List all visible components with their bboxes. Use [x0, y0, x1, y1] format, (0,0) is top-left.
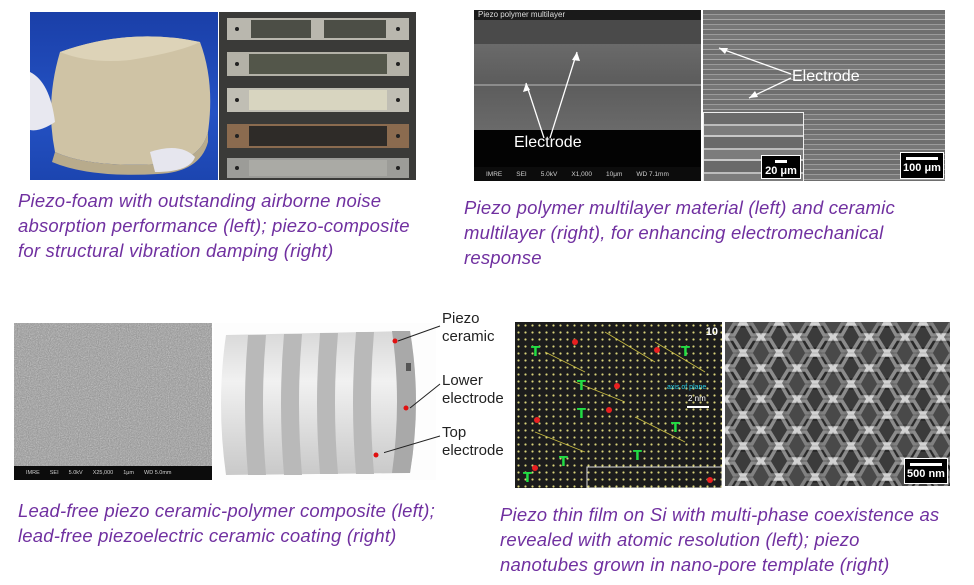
sem-info: X25,000 — [92, 470, 114, 476]
caption-line: nanotubes grown in nano-pore template (r… — [500, 554, 890, 575]
electrode-label: Electrode — [792, 68, 860, 85]
caption-line: response — [464, 247, 542, 268]
ceramic-multilayer-sem-image: Electrode 20 μm 100 μm — [703, 10, 945, 181]
svg-text:T: T — [577, 407, 586, 422]
top-left-caption: Piezo-foam with outstanding airborne noi… — [18, 188, 458, 263]
top-right-caption: Piezo polymer multilayer material (left)… — [464, 195, 964, 270]
cylinder-illustration — [221, 331, 416, 475]
sem-info: IMRE — [486, 170, 503, 178]
grainy-texture — [14, 323, 212, 466]
inset-scale-bar: 20 μm — [761, 155, 801, 179]
label-line: ceramic — [442, 328, 495, 345]
bottom-right-caption: Piezo thin film on Si with multi-phase c… — [500, 502, 974, 577]
caption-line: Piezo-foam with outstanding airborne noi… — [18, 190, 382, 211]
scale-text: 100 μm — [903, 162, 941, 174]
label-line: Top — [442, 424, 467, 441]
caption-line: multilayer (right), for enhancing electr… — [464, 222, 884, 243]
caption-line: revealed with atomic resolution (left); … — [500, 529, 860, 550]
polymer-multilayer-sem-image: Piezo polymer multilayer Electrode IMRE … — [474, 10, 701, 181]
lead-free-composite-sem-image: IMRE SEI 5.0kV X25,000 1μm WD 5.0mm — [14, 323, 212, 480]
foam-block-illustration — [30, 36, 211, 175]
scale-text: 500 nm — [907, 468, 945, 480]
label-line: Lower — [442, 372, 483, 389]
caption-line: absorption performance (left); piezo-com… — [18, 215, 410, 236]
main-scale-bar: 100 μm — [900, 152, 944, 179]
scale-label: 2 nm — [688, 394, 706, 403]
svg-text:T: T — [633, 449, 642, 464]
label-line: electrode — [442, 442, 504, 459]
panel-letter: 10 — [705, 326, 718, 338]
svg-text:T: T — [671, 421, 680, 436]
sem-header-text: Piezo polymer multilayer — [474, 10, 701, 20]
piezo-composite-plates-photo — [219, 12, 416, 180]
sem-info: 10μm — [605, 170, 623, 178]
sem-info: SEI — [516, 170, 527, 178]
sem-info-bar: IMRE SEI 5.0kV X1,000 10μm WD 7.1mm — [474, 167, 701, 181]
svg-text:T: T — [577, 379, 586, 394]
sem-info-bar: IMRE SEI 5.0kV X25,000 1μm WD 5.0mm — [14, 466, 212, 480]
sem-info: 1μm — [123, 470, 135, 476]
caption-line: Lead-free piezo ceramic-polymer composit… — [18, 500, 435, 521]
axis-annotation: axis of plane — [667, 384, 707, 391]
sem-info: IMRE — [26, 470, 40, 476]
top-electrode-label: Top electrode — [442, 424, 504, 460]
ceramic-coating-cylinder-photo — [214, 323, 436, 480]
caption-line: for structural vibration damping (right) — [18, 240, 334, 261]
electrode-label: Electrode — [514, 134, 582, 151]
caption-line: lead-free piezoelectric ceramic coating … — [18, 525, 397, 546]
label-leader-lines — [384, 325, 441, 454]
scale-text: 20 μm — [765, 165, 797, 177]
sem-info: 5.0kV — [68, 470, 83, 476]
sem-info: 5.0kV — [540, 170, 558, 178]
caption-line: Piezo thin film on Si with multi-phase c… — [500, 504, 940, 525]
caption-line: Piezo polymer multilayer material (left)… — [464, 197, 895, 218]
sem-info: X1,000 — [571, 170, 592, 178]
svg-text:T: T — [681, 345, 690, 360]
nanotube-scale-bar: 500 nm — [904, 458, 948, 484]
label-line: Piezo — [442, 310, 480, 327]
ceramic-electrode-arrows — [718, 47, 792, 99]
bottom-left-caption: Lead-free piezo ceramic-polymer composit… — [18, 498, 488, 548]
svg-text:T: T — [559, 455, 568, 470]
sem-info: WD 5.0mm — [144, 470, 172, 476]
lower-electrode-label: Lower electrode — [442, 372, 504, 408]
svg-text:T: T — [531, 345, 540, 360]
piezo-foam-photo — [30, 12, 218, 180]
sem-info: WD 7.1mm — [636, 170, 669, 178]
composite-plates-illustration — [227, 18, 409, 178]
label-line: electrode — [442, 390, 504, 407]
nanotubes-sem-image: 500 nm — [725, 322, 950, 486]
svg-text:T: T — [523, 471, 532, 486]
electrode-arrows — [523, 51, 580, 139]
piezo-ceramic-label: Piezo ceramic — [442, 310, 495, 346]
sem-info: SEI — [49, 470, 59, 476]
